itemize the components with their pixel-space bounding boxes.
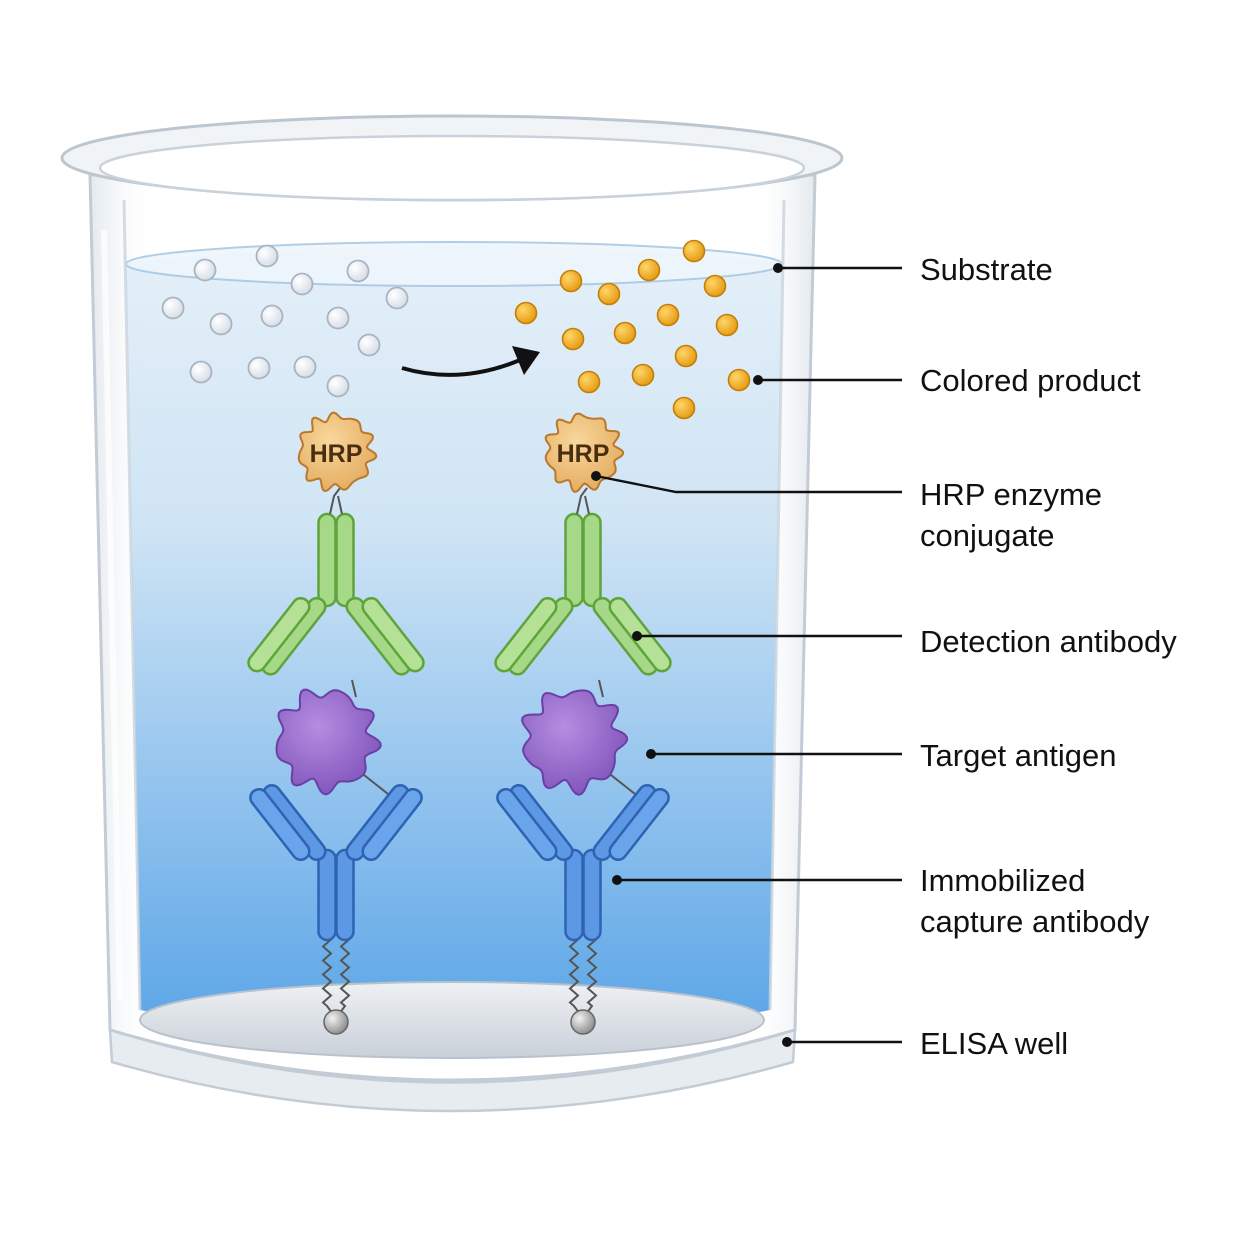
inner-wall-left — [122, 199, 142, 1011]
product-particle — [613, 321, 637, 345]
product-particle — [656, 303, 680, 327]
inner-wall-right — [768, 199, 786, 1011]
substrate-particle — [385, 286, 409, 310]
capture-antibody — [496, 784, 670, 942]
substrate-particle — [357, 333, 381, 357]
labels: Substrate Colored product HRP enzyme con… — [920, 252, 1177, 1061]
glass-highlight — [101, 229, 123, 1001]
substrate-particle — [260, 304, 284, 328]
leader-antigen — [646, 749, 902, 759]
substrate-particle — [346, 259, 370, 283]
substrate-particles — [161, 244, 409, 398]
substrate-particle — [193, 258, 217, 282]
label-elisa-well: ELISA well — [920, 1026, 1068, 1061]
label-hrp-line2: conjugate — [920, 518, 1054, 553]
elisa-well — [60, 114, 844, 1113]
hrp-label: HRP — [557, 440, 610, 468]
substrate-particle — [255, 244, 279, 268]
detection-arm-left — [247, 596, 311, 673]
label-colored-product: Colored product — [920, 363, 1141, 398]
detection-stem — [335, 512, 355, 608]
capture-arm-right — [361, 787, 423, 862]
label-capture-line2: capture antibody — [920, 904, 1150, 939]
surface-anchor — [570, 1009, 596, 1035]
hrp-enzyme: HRP — [544, 412, 625, 493]
detection-stem — [582, 512, 602, 608]
product-particle — [703, 274, 727, 298]
detection-stem — [564, 512, 584, 608]
substrate-particle — [290, 272, 314, 296]
capture-stem — [335, 848, 355, 942]
target-antigen — [275, 688, 382, 796]
capture-arm-left — [496, 787, 558, 862]
well-top-rim-inner — [98, 134, 806, 202]
target-antigen — [520, 689, 629, 796]
substrate-particle — [161, 296, 185, 320]
product-particle — [577, 370, 601, 394]
detection-antibody — [247, 512, 425, 676]
substrate-particle — [293, 355, 317, 379]
sandwich-complex-right: HRP — [494, 412, 672, 1035]
well-bottom-rim — [108, 1028, 797, 1113]
label-target-antigen: Target antigen — [920, 738, 1116, 773]
hrp-label: HRP — [310, 440, 363, 468]
leader-well — [782, 1037, 902, 1047]
label-capture-line1: Immobilized — [920, 863, 1085, 898]
colored-product-particles — [514, 239, 751, 420]
product-particle — [561, 327, 585, 351]
product-particle — [631, 363, 655, 387]
leader-lines — [591, 263, 902, 1047]
product-particle — [715, 313, 739, 337]
product-particle — [682, 239, 706, 263]
surface-tether — [321, 935, 351, 1019]
product-particle — [672, 396, 696, 420]
substrate-particle — [209, 312, 233, 336]
product-particle — [597, 282, 621, 306]
capture-arm-left — [249, 787, 311, 862]
substrate-particle — [189, 360, 213, 384]
detection-arm-left — [494, 596, 558, 673]
product-particle — [674, 344, 698, 368]
well-floor — [139, 981, 765, 1059]
product-particle — [559, 269, 583, 293]
label-substrate: Substrate — [920, 252, 1053, 287]
capture-stem — [317, 848, 337, 942]
leader-colored-product — [753, 375, 902, 385]
substrate-particle — [247, 356, 271, 380]
product-particle — [637, 258, 661, 282]
surface-anchor — [323, 1009, 349, 1035]
detection-arm-right — [361, 596, 425, 673]
detection-stem — [317, 512, 337, 608]
capture-arm-right — [608, 787, 670, 862]
product-particle — [514, 301, 538, 325]
hrp-enzyme: HRP — [297, 411, 378, 493]
substrate-particle — [326, 306, 350, 330]
substrate-particle — [326, 374, 350, 398]
label-hrp-line1: HRP enzyme — [920, 477, 1102, 512]
product-particle — [727, 368, 751, 392]
leader-substrate — [773, 263, 902, 273]
surface-tether — [568, 935, 598, 1019]
capture-stem — [564, 848, 584, 942]
capture-antibody — [249, 784, 423, 942]
sandwich-complex-left: HRP — [247, 411, 425, 1035]
conversion-arrow — [401, 346, 540, 377]
leader-capture — [612, 875, 902, 885]
leader-hrp — [591, 471, 902, 494]
leader-detection — [632, 631, 902, 641]
label-detection-antibody: Detection antibody — [920, 624, 1177, 659]
capture-stem — [582, 848, 602, 942]
